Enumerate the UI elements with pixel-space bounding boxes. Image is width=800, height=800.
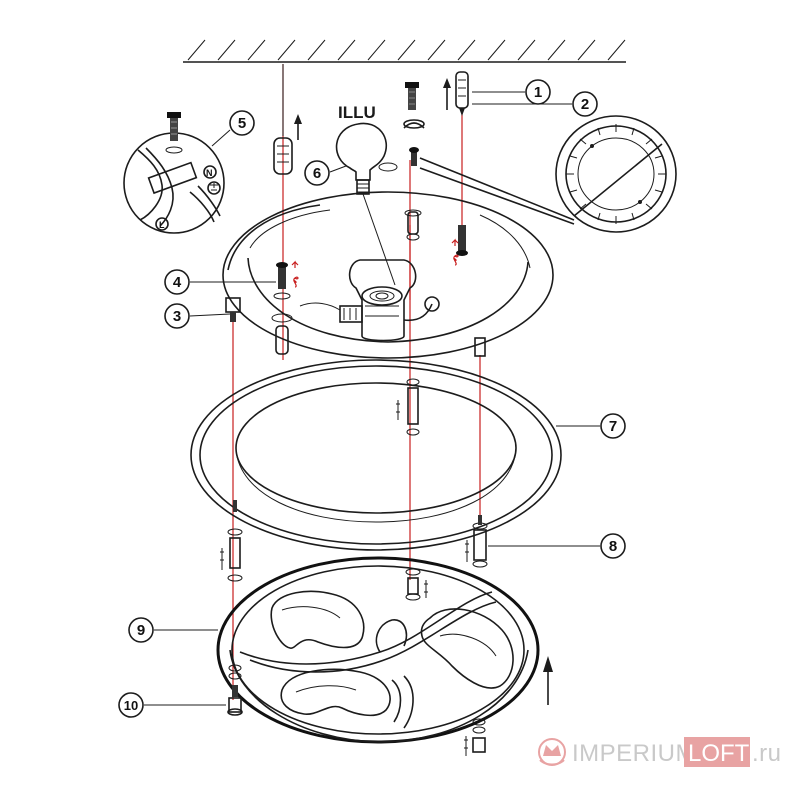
wiring-detail	[123, 112, 225, 234]
terminal-live: L	[159, 220, 165, 230]
callout-3: 3	[164, 297, 241, 329]
svg-text:5: 5	[238, 115, 246, 132]
bulb-label: ILLU	[338, 103, 376, 122]
callout-4: 4	[164, 269, 276, 295]
lamp-socket	[299, 259, 440, 342]
watermark-loft-badge	[684, 737, 750, 767]
ceiling	[183, 39, 626, 63]
up-arrow-top-right	[443, 78, 451, 110]
up-arrow-bottom	[543, 656, 553, 705]
svg-text:9: 9	[137, 622, 145, 639]
svg-text:1: 1	[534, 84, 542, 101]
feet-10	[227, 568, 486, 756]
light-bulb	[335, 122, 396, 286]
svg-text:10: 10	[124, 698, 138, 713]
watermark-domain: .ru	[752, 740, 782, 767]
svg-text:6: 6	[313, 165, 321, 182]
washer-top	[403, 119, 425, 129]
base-screws	[271, 209, 486, 357]
svg-text:3: 3	[173, 308, 181, 325]
watermark-loft: LOFT	[688, 740, 750, 767]
callout-7: 7	[556, 413, 626, 439]
svg-text:4: 4	[173, 274, 182, 291]
assembly-axes	[232, 64, 481, 700]
spring-marks	[291, 238, 459, 288]
callout-6: 6	[304, 160, 347, 186]
callout-9: 9	[128, 617, 218, 643]
callout-2: 2	[472, 91, 598, 117]
callout-10: 10	[118, 692, 226, 718]
watermark-imperium: IMPERIUM	[572, 740, 696, 767]
callout-8: 8	[488, 533, 626, 559]
callout-5: 5	[211, 110, 255, 147]
diffuser-ring	[190, 359, 562, 551]
screw-right-top	[405, 82, 419, 110]
wall-anchor-right	[455, 71, 469, 116]
mounting-plate-detail	[419, 115, 677, 233]
wall-anchor-left	[273, 114, 302, 175]
ceiling-base	[222, 191, 554, 359]
svg-text:8: 8	[609, 538, 617, 555]
watermark-crown-icon	[538, 738, 566, 766]
watermark: IMPERIUM LOFT .ru	[538, 737, 782, 767]
svg-text:2: 2	[581, 96, 589, 113]
front-cover	[216, 556, 540, 744]
callout-1: 1	[472, 79, 551, 105]
svg-text:7: 7	[609, 418, 617, 435]
screw-small-mid	[378, 147, 419, 172]
terminal-neutral: N	[206, 168, 213, 178]
spacers-8	[220, 500, 488, 582]
